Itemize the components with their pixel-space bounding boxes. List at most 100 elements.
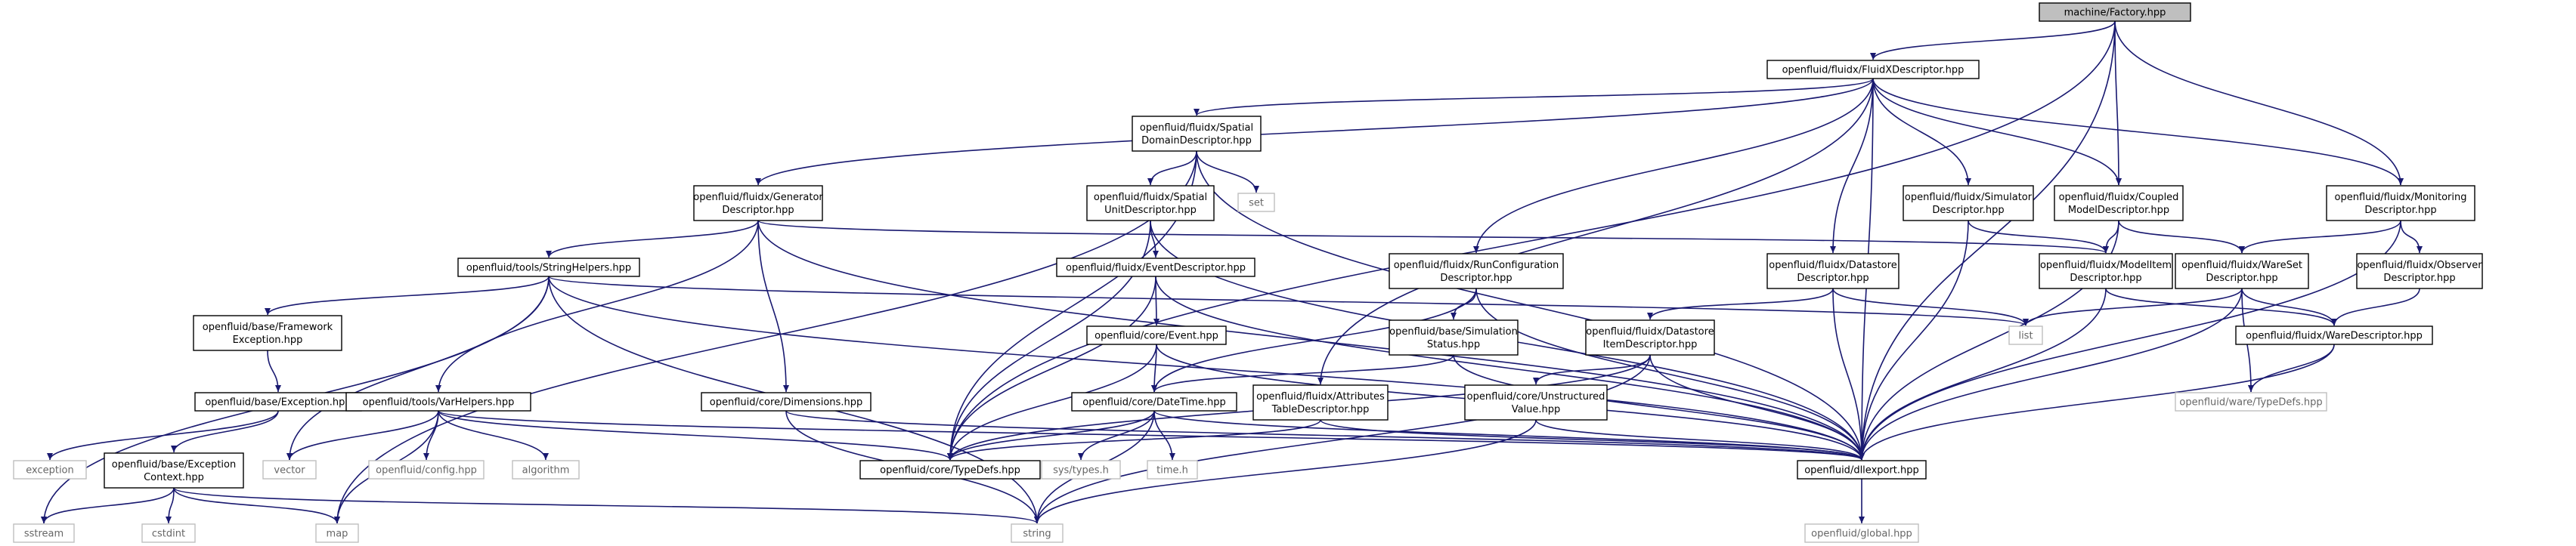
node-unstructured-label-line: Value.hpp — [1512, 404, 1561, 415]
edge-wareset-to-waredesc — [2241, 288, 2337, 326]
node-dimensions[interactable]: openfluid/core/Dimensions.hpp — [701, 392, 872, 412]
node-wareset-box — [2175, 253, 2309, 289]
edge-generator-to-dllexport — [757, 220, 1865, 461]
node-frameworkexc-label-line: openfluid/base/Framework — [203, 322, 333, 333]
node-spatialdom[interactable]: openfluid/fluidx/SpatialDomainDescriptor… — [1132, 116, 1262, 152]
node-runconf-box — [1389, 253, 1564, 289]
edge-attributes-to-dllexport — [1320, 419, 1865, 461]
edge-factory-to-coupled — [2114, 20, 2122, 186]
node-spatialunit[interactable]: openfluid/fluidx/SpatialUnitDescriptor.h… — [1086, 185, 1215, 221]
edge-wareset-to-list — [2023, 288, 2243, 326]
edge-datetime-to-systypes — [1078, 410, 1155, 461]
node-event-box — [1086, 325, 1227, 345]
node-datetime[interactable]: openfluid/core/DateTime.hpp — [1071, 392, 1237, 412]
edge-factory-to-fluidx — [1870, 20, 2116, 60]
edge-fluidx-to-runconf — [1473, 78, 1874, 254]
edge-monitoring-to-wareset — [2239, 220, 2401, 254]
node-generator-label-line: Descriptor.hpp — [722, 205, 794, 216]
node-string-label-line: string — [1023, 529, 1051, 540]
edge-generator-to-dimensions — [757, 220, 789, 393]
node-eventdesc-label-line: openfluid/fluidx/EventDescriptor.hpp — [1066, 263, 1246, 274]
node-dsitem-label-line: openfluid/fluidx/Datastore — [1586, 326, 1714, 338]
edge-exception-to-excontext — [171, 410, 279, 453]
edge-excontext-to-cstdint — [166, 487, 175, 524]
node-string-box — [1011, 523, 1064, 543]
edge-eventdesc-to-dllexport — [1155, 276, 1865, 461]
node-fluidx-label-line: openfluid/fluidx/FluidXDescriptor.hpp — [1782, 65, 1965, 76]
edge-frameworkexc-to-exception — [267, 350, 281, 393]
node-coretypedefs[interactable]: openfluid/core/TypeDefs.hpp — [859, 460, 1041, 480]
node-coupled[interactable]: openfluid/fluidx/CoupledModelDescriptor.… — [2054, 185, 2184, 221]
node-attributes-label-line: TableDescriptor.hpp — [1271, 404, 1370, 415]
node-dllexport[interactable]: openfluid/dllexport.hpp — [1797, 460, 1927, 480]
node-dsitem[interactable]: openfluid/fluidx/DatastoreItemDescriptor… — [1585, 319, 1715, 356]
node-attributes[interactable]: openfluid/fluidx/AttributesTableDescript… — [1252, 384, 1389, 421]
edge-waredesc-to-dllexport — [1859, 344, 2335, 461]
node-event[interactable]: openfluid/core/Event.hpp — [1086, 325, 1227, 345]
node-exceptionstd-label-line: exception — [26, 465, 74, 477]
edge-datetime-to-timeh — [1153, 410, 1175, 461]
node-systypes: sys/types.h — [1041, 460, 1121, 480]
node-excontext-label-line: openfluid/base/Exception — [112, 459, 236, 470]
node-monitoring[interactable]: openfluid/fluidx/MonitoringDescriptor.hp… — [2326, 185, 2475, 221]
edge-simstatus-to-datetime — [1151, 354, 1454, 393]
node-dsitem-box — [1585, 319, 1715, 356]
edge-fluidx-to-attributes — [1317, 78, 1874, 385]
node-waretypedefs-label-line: openfluid/ware/TypeDefs.hpp — [2179, 397, 2322, 409]
node-set: set — [1237, 193, 1275, 212]
node-stringhelpers[interactable]: openfluid/tools/StringHelpers.hpp — [457, 258, 640, 277]
node-algorithm-box — [512, 460, 580, 480]
node-simulator-box — [1903, 185, 2034, 221]
node-coupled-label-line: ModelDescriptor.hpp — [2068, 205, 2169, 216]
edge-generator-to-stringhelpers — [546, 220, 759, 258]
node-fluidx[interactable]: openfluid/fluidx/FluidXDescriptor.hpp — [1766, 60, 1980, 79]
node-waredesc-box — [2235, 325, 2433, 345]
edge-spatialdom-to-set — [1196, 150, 1259, 193]
node-datastore-label-line: Descriptor.hpp — [1797, 273, 1869, 284]
edge-simulator-to-modelitem — [1968, 220, 2109, 254]
node-map-box — [315, 523, 359, 543]
edge-stringhelpers-to-list — [548, 276, 2029, 326]
node-cstdint-label-line: cstdint — [152, 529, 185, 540]
node-simstatus-label-line: Status.hpp — [1427, 339, 1480, 350]
node-waredesc[interactable]: openfluid/fluidx/WareDescriptor.hpp — [2235, 325, 2433, 345]
edge-factory-to-coretypedefs — [947, 20, 2116, 461]
edge-excontext-to-string — [173, 487, 1040, 524]
node-varhelpers-box — [345, 392, 531, 412]
node-list-box — [2008, 325, 2043, 345]
node-waredesc-label-line: openfluid/fluidx/WareDescriptor.hpp — [2246, 331, 2423, 342]
node-dimensions-label-line: openfluid/core/Dimensions.hpp — [710, 397, 862, 409]
node-runconf[interactable]: openfluid/fluidx/RunConfigurationDescrip… — [1389, 253, 1564, 289]
edge-stringhelpers-to-vector — [286, 276, 550, 461]
node-factory[interactable]: machine/Factory.hpp — [2039, 2, 2191, 22]
node-coupled-box — [2054, 185, 2184, 221]
node-sstream-box — [13, 523, 75, 543]
node-exception[interactable]: openfluid/base/Exception.hpp — [194, 392, 362, 412]
node-config-box — [368, 460, 485, 480]
node-exception-label-line: openfluid/base/Exception.hpp — [205, 397, 351, 409]
node-waretypedefs: openfluid/ware/TypeDefs.hpp — [2175, 392, 2327, 412]
edge-varhelpers-to-dllexport — [438, 410, 1865, 461]
node-eventdesc[interactable]: openfluid/fluidx/EventDescriptor.hpp — [1056, 258, 1255, 277]
node-varhelpers[interactable]: openfluid/tools/VarHelpers.hpp — [345, 392, 531, 412]
node-waretypedefs-box — [2175, 392, 2327, 412]
edge-generator-to-varhelpers — [435, 220, 759, 393]
node-eventdesc-box — [1056, 258, 1255, 277]
node-vector-box — [262, 460, 317, 480]
node-datetime-box — [1071, 392, 1237, 412]
edge-factory-to-monitoring — [2114, 20, 2404, 186]
node-exceptionstd: exception — [13, 460, 87, 480]
node-attributes-label-line: openfluid/fluidx/Attributes — [1256, 391, 1385, 403]
node-sstream: sstream — [13, 523, 75, 543]
